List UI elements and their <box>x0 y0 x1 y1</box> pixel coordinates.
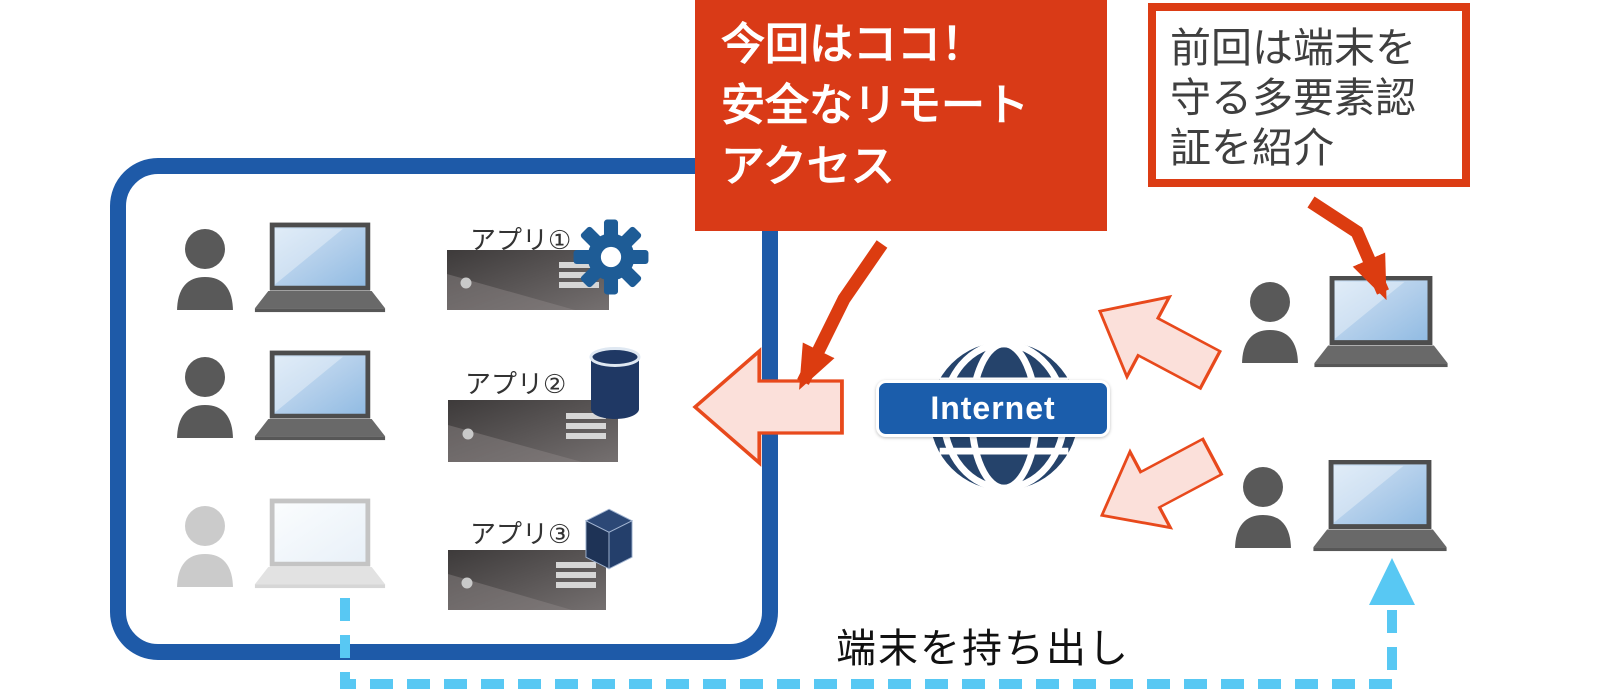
user-icon <box>1237 281 1303 365</box>
access-arrow-to-apps <box>692 342 845 472</box>
user-icon <box>172 228 238 312</box>
access-arrow-user2-to-internet <box>1076 411 1238 560</box>
user-icon-inactive <box>172 505 238 589</box>
cube-icon <box>585 506 633 572</box>
callout-line: 証を紹介 <box>1170 125 1334 171</box>
callout-line: 前回は端末を <box>1170 25 1416 71</box>
internet-badge: Internet <box>876 380 1110 437</box>
server-icon <box>448 400 618 462</box>
laptop-icon <box>253 350 387 444</box>
internet-label: Internet <box>930 390 1056 426</box>
gear-icon <box>572 218 650 296</box>
device-takeout-label: 端末を持ち出し <box>836 627 1130 671</box>
callout-line: 守る多要素認 <box>1170 75 1416 121</box>
cyan-arrowhead-icon <box>1369 558 1415 605</box>
callout-line: アクセス <box>721 142 895 191</box>
current-topic-callout: 今回はココ！ 安全なリモート アクセス <box>695 0 1107 231</box>
callout-line: 安全なリモート <box>721 81 1029 130</box>
user-icon <box>172 356 238 440</box>
app2-label: アプリ② <box>465 369 567 399</box>
callout-line: 今回はココ！ <box>721 20 985 69</box>
access-arrow-user1-to-internet <box>1073 264 1237 418</box>
previous-topic-callout: 前回は端末を 守る多要素認 証を紹介 <box>1148 3 1470 187</box>
app3-label: アプリ③ <box>470 519 572 549</box>
user-icon <box>1230 466 1296 550</box>
laptop-icon <box>253 222 387 316</box>
laptop-icon <box>1310 460 1450 554</box>
database-icon <box>588 346 642 420</box>
laptop-icon-inactive <box>253 498 387 592</box>
server-icon <box>448 550 606 610</box>
laptop-icon <box>1311 276 1451 370</box>
